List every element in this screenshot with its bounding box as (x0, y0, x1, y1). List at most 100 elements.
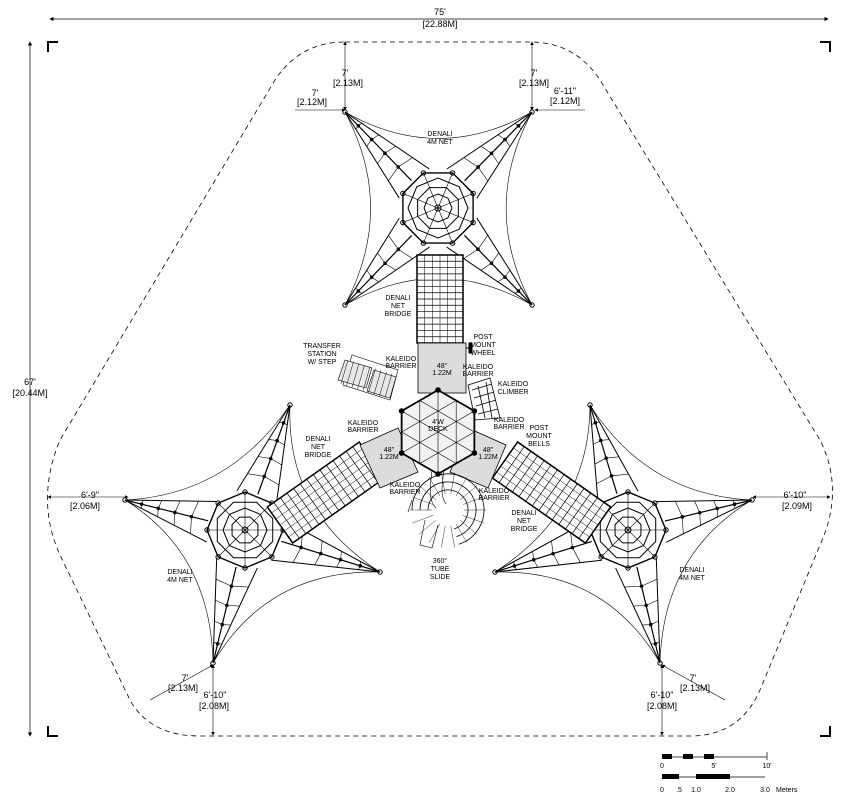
svg-text:3.0: 3.0 (760, 787, 770, 794)
svg-text:NET: NET (311, 444, 326, 451)
overall-depth-dimension: 67' [20.44M] (12, 41, 48, 737)
svg-text:7': 7' (342, 68, 349, 78)
overall-depth-imperial: 67' (24, 377, 36, 387)
dim-bottom-right: 7' [2.13M] 6'-10" [2.08M] (647, 664, 726, 736)
svg-text:SLIDE: SLIDE (430, 574, 451, 581)
dim-bottom-left: 7' [2.13M] 6'-10" [2.08M] (149, 664, 229, 736)
svg-text:[2.13M]: [2.13M] (333, 78, 363, 88)
deck-right-label: 48" 1.22M (478, 447, 498, 461)
overall-width-metric: [22.88M] (422, 19, 457, 29)
net-bridge-top (416, 254, 464, 344)
svg-text:48": 48" (384, 447, 395, 454)
barrier-label-3: KALEIDO BARRIER (347, 420, 378, 434)
svg-text:[2.13M]: [2.13M] (168, 683, 198, 693)
svg-text:DENALI: DENALI (679, 567, 704, 574)
svg-text:DENALI: DENALI (305, 436, 330, 443)
scale-bar-feet: 0 5' 10' (660, 752, 772, 770)
svg-text:TUBE: TUBE (431, 566, 450, 573)
svg-text:4'W: 4'W (432, 419, 444, 426)
svg-text:4M NET: 4M NET (167, 577, 193, 584)
barrier-label-1: KALEIDO BARRIER (385, 356, 416, 370)
svg-text:BARRIER: BARRIER (347, 427, 378, 434)
bridge-left-label: DENALI NET BRIDGE (305, 436, 332, 459)
svg-text:[2.12M]: [2.12M] (550, 96, 580, 106)
denali-net-top (342, 109, 535, 308)
svg-text:KALEIDO: KALEIDO (498, 381, 529, 388)
overall-width-imperial: 75' (434, 7, 446, 17)
bridge-top-label: DENALI NET BRIDGE (385, 295, 412, 318)
net-bridge-right (491, 440, 612, 545)
use-zone-boundary (47, 41, 833, 737)
svg-text:6'-10": 6'-10" (651, 690, 674, 700)
svg-text:48": 48" (437, 363, 448, 370)
svg-text:BARRIER: BARRIER (478, 495, 509, 502)
svg-text:0: 0 (660, 763, 664, 770)
svg-text:[2.08M]: [2.08M] (199, 701, 229, 711)
svg-text:KALEIDO: KALEIDO (386, 356, 417, 363)
corner-marks (47, 41, 831, 737)
svg-text:6'-11": 6'-11" (554, 86, 576, 96)
svg-text:4M NET: 4M NET (679, 575, 705, 582)
svg-text:BRIDGE: BRIDGE (385, 311, 412, 318)
svg-text:[2.13M]: [2.13M] (680, 683, 710, 693)
svg-text:[2.09M]: [2.09M] (782, 501, 812, 511)
dim-top-left: 7' [2.12M] (295, 88, 346, 112)
dim-top-right: 6'-11" [2.12M] (534, 86, 585, 112)
svg-text:STATION: STATION (307, 351, 336, 358)
svg-text:CLIMBER: CLIMBER (497, 389, 528, 396)
svg-text:7': 7' (690, 673, 697, 683)
svg-text:0: 0 (660, 787, 664, 794)
svg-text:BARRIER: BARRIER (493, 424, 524, 431)
svg-text:Meters: Meters (776, 787, 798, 794)
svg-text:7': 7' (182, 673, 189, 683)
svg-text:360°: 360° (433, 557, 448, 565)
transfer-station (337, 354, 399, 401)
svg-text:1.22M: 1.22M (432, 370, 452, 377)
dim-top-mid-left: 7' [2.13M] (333, 41, 363, 111)
deck-top-label: 48" 1.22M (432, 363, 452, 377)
svg-text:2.0: 2.0 (725, 787, 735, 794)
svg-text:1.22M: 1.22M (379, 454, 399, 461)
denali-net-left (122, 402, 383, 666)
post-wheel-label: POST MOUNT WHEEL (470, 334, 496, 357)
svg-text:1.22M: 1.22M (478, 454, 498, 461)
svg-text:TRANSFER: TRANSFER (303, 343, 341, 350)
barrier-label-2: KALEIDO BARRIER (462, 364, 493, 378)
overall-depth-metric: [20.44M] (12, 388, 47, 398)
svg-text:KALEIDO: KALEIDO (494, 417, 525, 424)
bridge-right-label: DENALI NET BRIDGE (511, 510, 538, 533)
central-hex-deck (398, 387, 478, 477)
svg-text:7': 7' (531, 68, 538, 78)
svg-text:KALEIDO: KALEIDO (348, 420, 379, 427)
scale-bar-meters: 0 .5 1.0 2.0 3.0 Meters (660, 774, 798, 794)
svg-text:BARRIER: BARRIER (462, 371, 493, 378)
slide-label: 360° TUBE SLIDE (430, 557, 451, 581)
svg-text:KALEIDO: KALEIDO (479, 488, 510, 495)
transfer-station-label: TRANSFER STATION W/ STEP (303, 343, 341, 366)
svg-text:W/ STEP: W/ STEP (308, 359, 337, 366)
svg-text:DENALI: DENALI (167, 569, 192, 576)
svg-text:POST: POST (529, 425, 549, 432)
svg-text:DENALI: DENALI (427, 131, 452, 138)
kaleido-climber (467, 377, 501, 421)
svg-text:5': 5' (711, 763, 716, 770)
svg-text:10': 10' (762, 763, 771, 770)
net-left-label: DENALI 4M NET (167, 569, 193, 584)
svg-text:MOUNT: MOUNT (470, 342, 496, 349)
net-top-label: DENALI 4M NET (427, 131, 453, 146)
overall-width-dimension: 75' [22.88M] (49, 7, 829, 29)
net-bridge-left (266, 440, 386, 545)
svg-text:BARRIER: BARRIER (385, 363, 416, 370)
svg-text:KALEIDO: KALEIDO (463, 364, 494, 371)
svg-text:[2.06M]: [2.06M] (70, 501, 100, 511)
svg-text:BRIDGE: BRIDGE (305, 452, 332, 459)
barrier-label-4: KALEIDO BARRIER (493, 417, 524, 431)
svg-text:1.0: 1.0 (691, 787, 701, 794)
svg-text:6'-10": 6'-10" (204, 690, 227, 700)
svg-text:7': 7' (312, 88, 319, 98)
dim-right: 6'-10" [2.09M] (752, 490, 831, 511)
post-bells-label: POST MOUNT BELLS (526, 425, 552, 448)
svg-text:.5: .5 (676, 787, 682, 794)
svg-text:MOUNT: MOUNT (526, 433, 552, 440)
